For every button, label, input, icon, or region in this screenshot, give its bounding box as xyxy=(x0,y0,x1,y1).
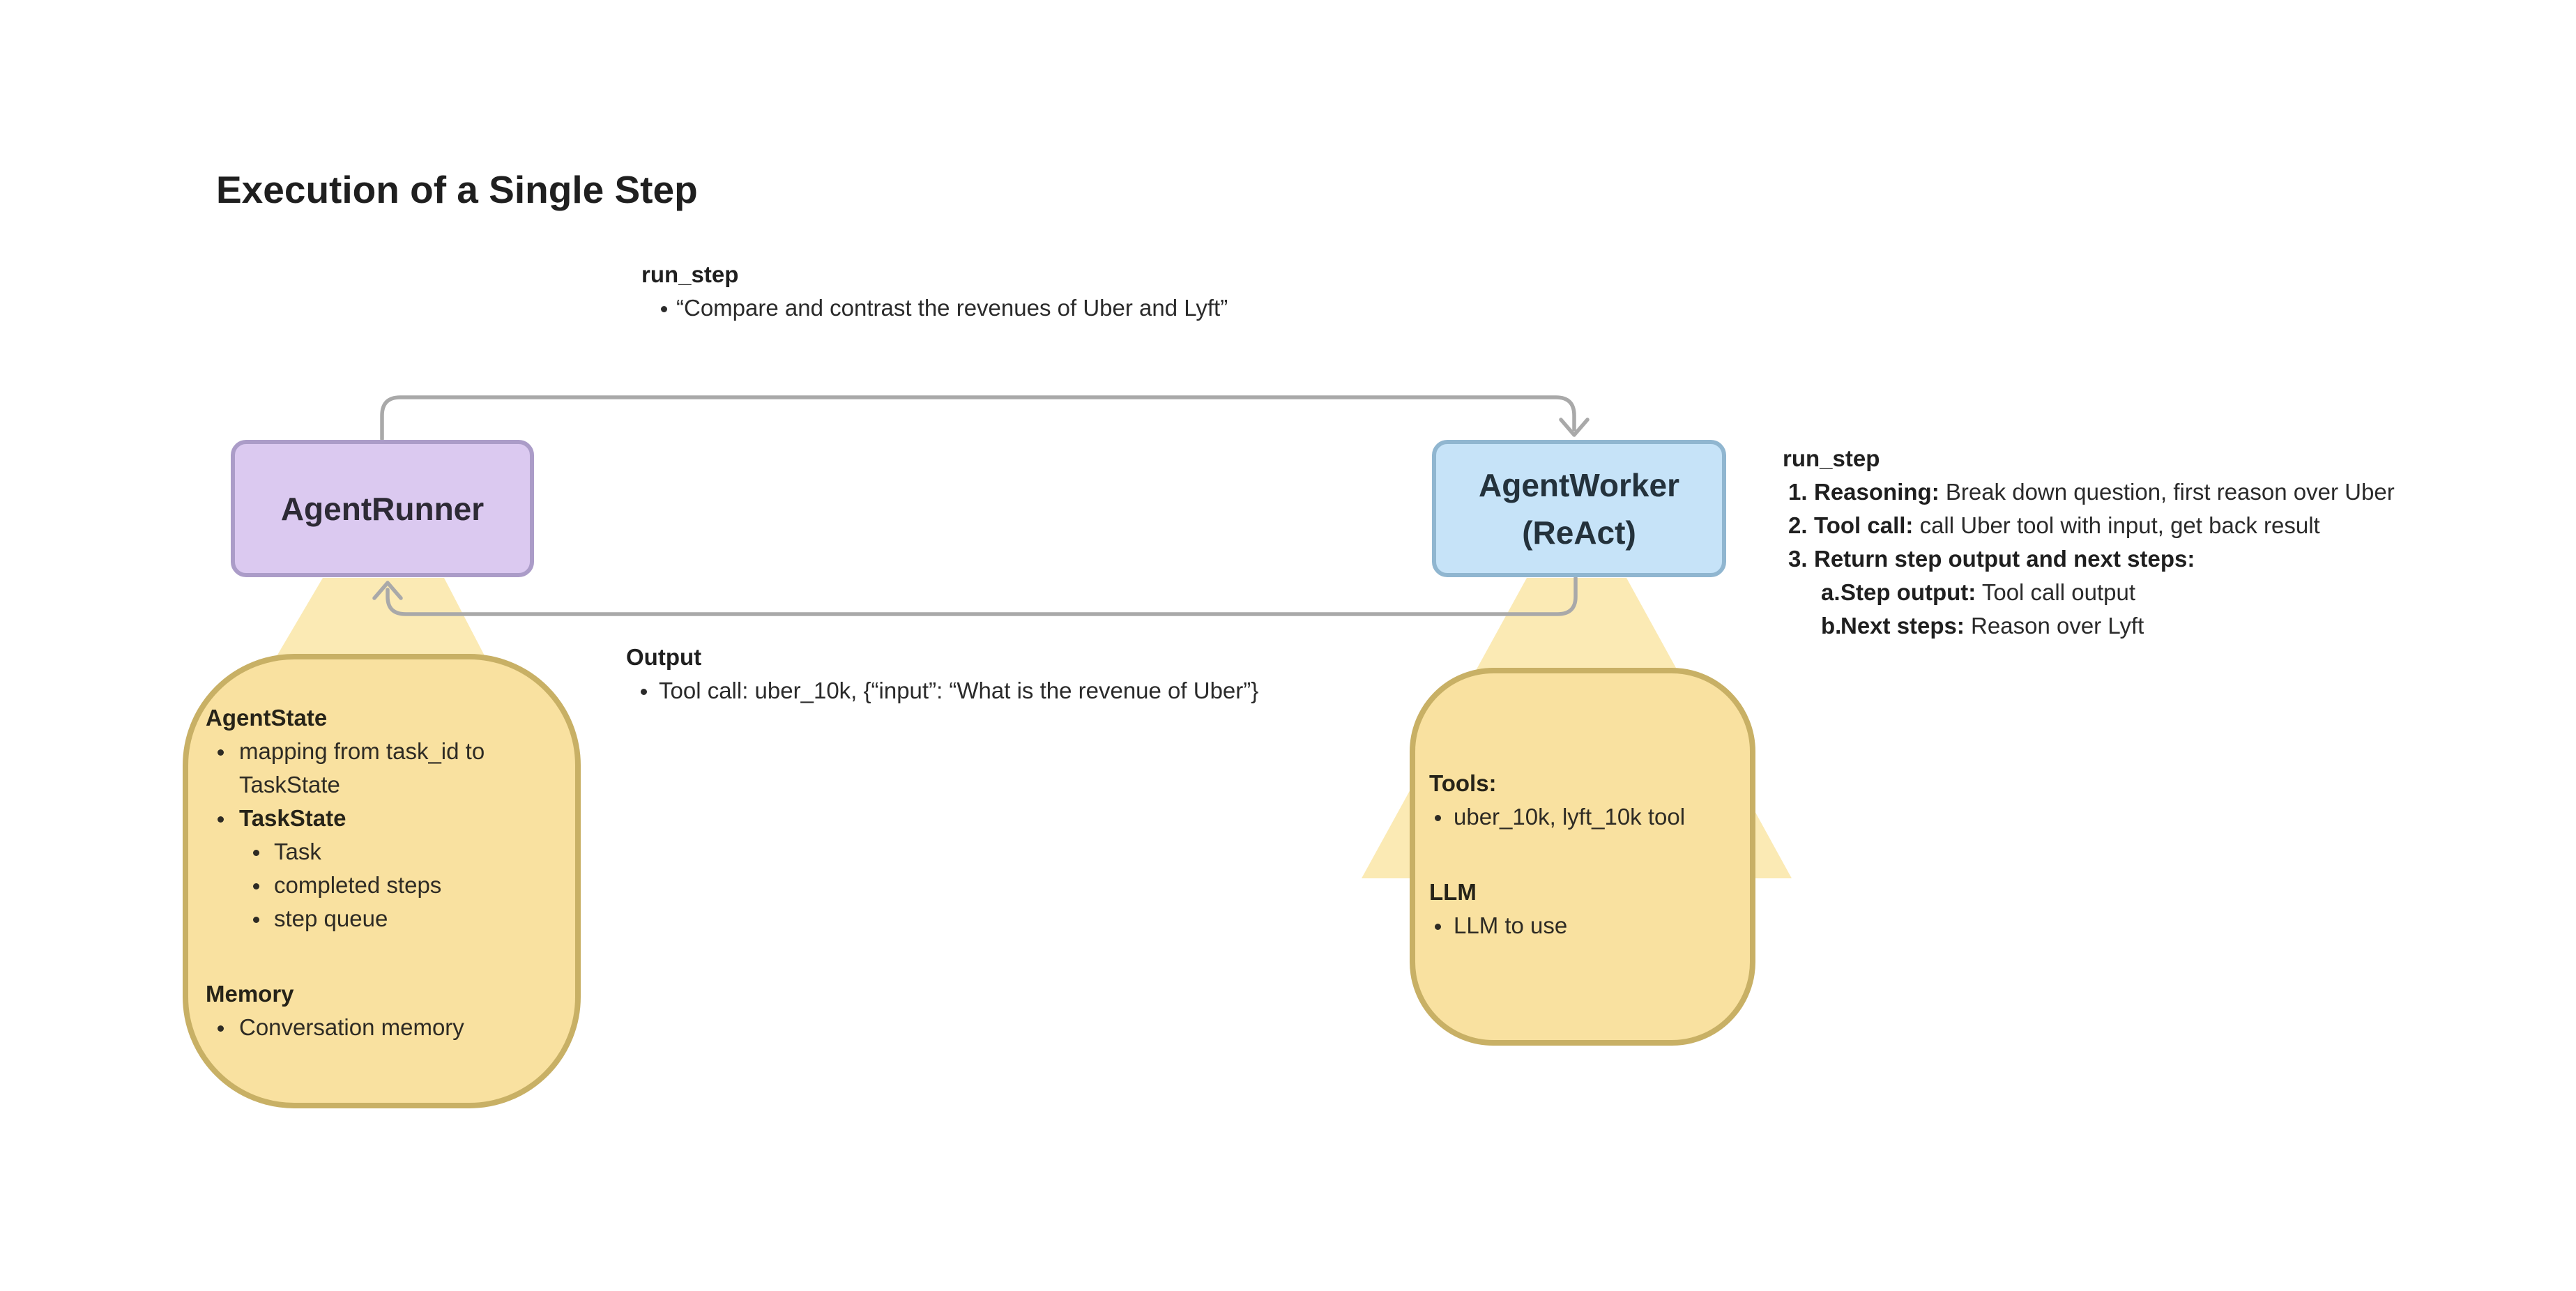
worker-run-step-note: run_step 1. Reasoning: Break down questi… xyxy=(1783,442,2466,643)
list-marker: a. xyxy=(1821,579,1840,605)
agent-worker-box: AgentWorker (ReAct) xyxy=(1432,440,1726,577)
list-item: a. Step output: Tool call output xyxy=(1783,576,2466,609)
agent-worker-label-line1: AgentWorker xyxy=(1479,466,1679,503)
list-item: 3. Return step output and next steps: xyxy=(1783,542,2466,576)
blob-content: Tools: uber_10k, lyft_10k tool LLM LLM t… xyxy=(1415,767,1750,942)
list-text: Return step output and next steps: xyxy=(1814,546,2195,572)
llm-heading: LLM xyxy=(1429,879,1477,905)
list-marker: 2. xyxy=(1788,512,1808,538)
list-text: Step output: Tool call output xyxy=(1840,579,2135,605)
output-note: Output Tool call: uber_10k, {“input”: “W… xyxy=(626,641,1258,708)
list-text: Reasoning: Break down question, first re… xyxy=(1814,479,2395,505)
list-item: step queue xyxy=(188,902,575,935)
list-item: Task xyxy=(188,835,575,869)
top-run-step-note: run_step “Compare and contrast the reven… xyxy=(641,258,1228,325)
arrow-runner-to-worker xyxy=(380,395,1576,441)
spacer xyxy=(1415,834,1750,876)
bullet-icon xyxy=(253,883,259,889)
bullet-icon xyxy=(641,689,647,695)
bullet-icon xyxy=(218,1025,224,1032)
bullet-icon xyxy=(218,816,224,823)
agent-worker-tools-blob: Tools: uber_10k, lyft_10k tool LLM LLM t… xyxy=(1410,668,1755,1046)
bullet-icon xyxy=(661,306,667,312)
arrow-worker-to-runner xyxy=(386,576,1578,616)
list-item: mapping from task_id to xyxy=(188,735,575,768)
agent-state-heading: AgentState xyxy=(206,705,328,731)
list-text: Next steps: Reason over Lyft xyxy=(1840,613,2144,639)
list-item-wrap: TaskState xyxy=(239,772,340,797)
list-item: Tool call: uber_10k, {“input”: “What is … xyxy=(626,674,1258,708)
list-item: b. Next steps: Reason over Lyft xyxy=(1783,609,2466,643)
agent-runner-label: AgentRunner xyxy=(280,490,485,527)
list-item: “Compare and contrast the revenues of Ub… xyxy=(641,291,1228,325)
agent-runner-box: AgentRunner xyxy=(231,440,534,577)
output-label: Output xyxy=(626,644,702,670)
agent-runner-state-blob: AgentState mapping from task_id to TaskS… xyxy=(183,654,581,1108)
spacer xyxy=(188,935,575,977)
bullet-icon xyxy=(1435,815,1441,821)
list-item: completed steps xyxy=(188,869,575,902)
arrowhead-up-icon xyxy=(372,581,403,600)
list-item: LLM to use xyxy=(1415,909,1750,942)
list-text: Tool call: call Uber tool with input, ge… xyxy=(1814,512,2320,538)
list-item: TaskState xyxy=(188,802,575,835)
bullet-icon xyxy=(253,850,259,856)
list-marker: b. xyxy=(1821,613,1842,639)
agent-worker-label-line2: (ReAct) xyxy=(1522,514,1636,551)
page-title: Execution of a Single Step xyxy=(216,168,698,211)
list-item: 2. Tool call: call Uber tool with input,… xyxy=(1783,509,2466,542)
run-step-label: run_step xyxy=(641,261,739,287)
bullet-icon xyxy=(1435,924,1441,930)
tool-call-text: Tool call: uber_10k, {“input”: “What is … xyxy=(659,678,1259,703)
blob-content: AgentState mapping from task_id to TaskS… xyxy=(188,701,575,1044)
query-text: “Compare and contrast the revenues of Ub… xyxy=(676,295,1228,321)
tools-heading: Tools: xyxy=(1429,770,1497,796)
list-marker: 3. xyxy=(1788,546,1808,572)
arrowhead-down-icon xyxy=(1559,418,1590,437)
bullet-icon xyxy=(218,749,224,756)
list-marker: 1. xyxy=(1788,479,1808,505)
list-item: Conversation memory xyxy=(188,1011,575,1044)
memory-heading: Memory xyxy=(206,981,294,1007)
run-step-label: run_step xyxy=(1783,445,1880,471)
bullet-icon xyxy=(253,917,259,923)
list-item: 1. Reasoning: Break down question, first… xyxy=(1783,475,2466,509)
list-item: uber_10k, lyft_10k tool xyxy=(1415,800,1750,834)
